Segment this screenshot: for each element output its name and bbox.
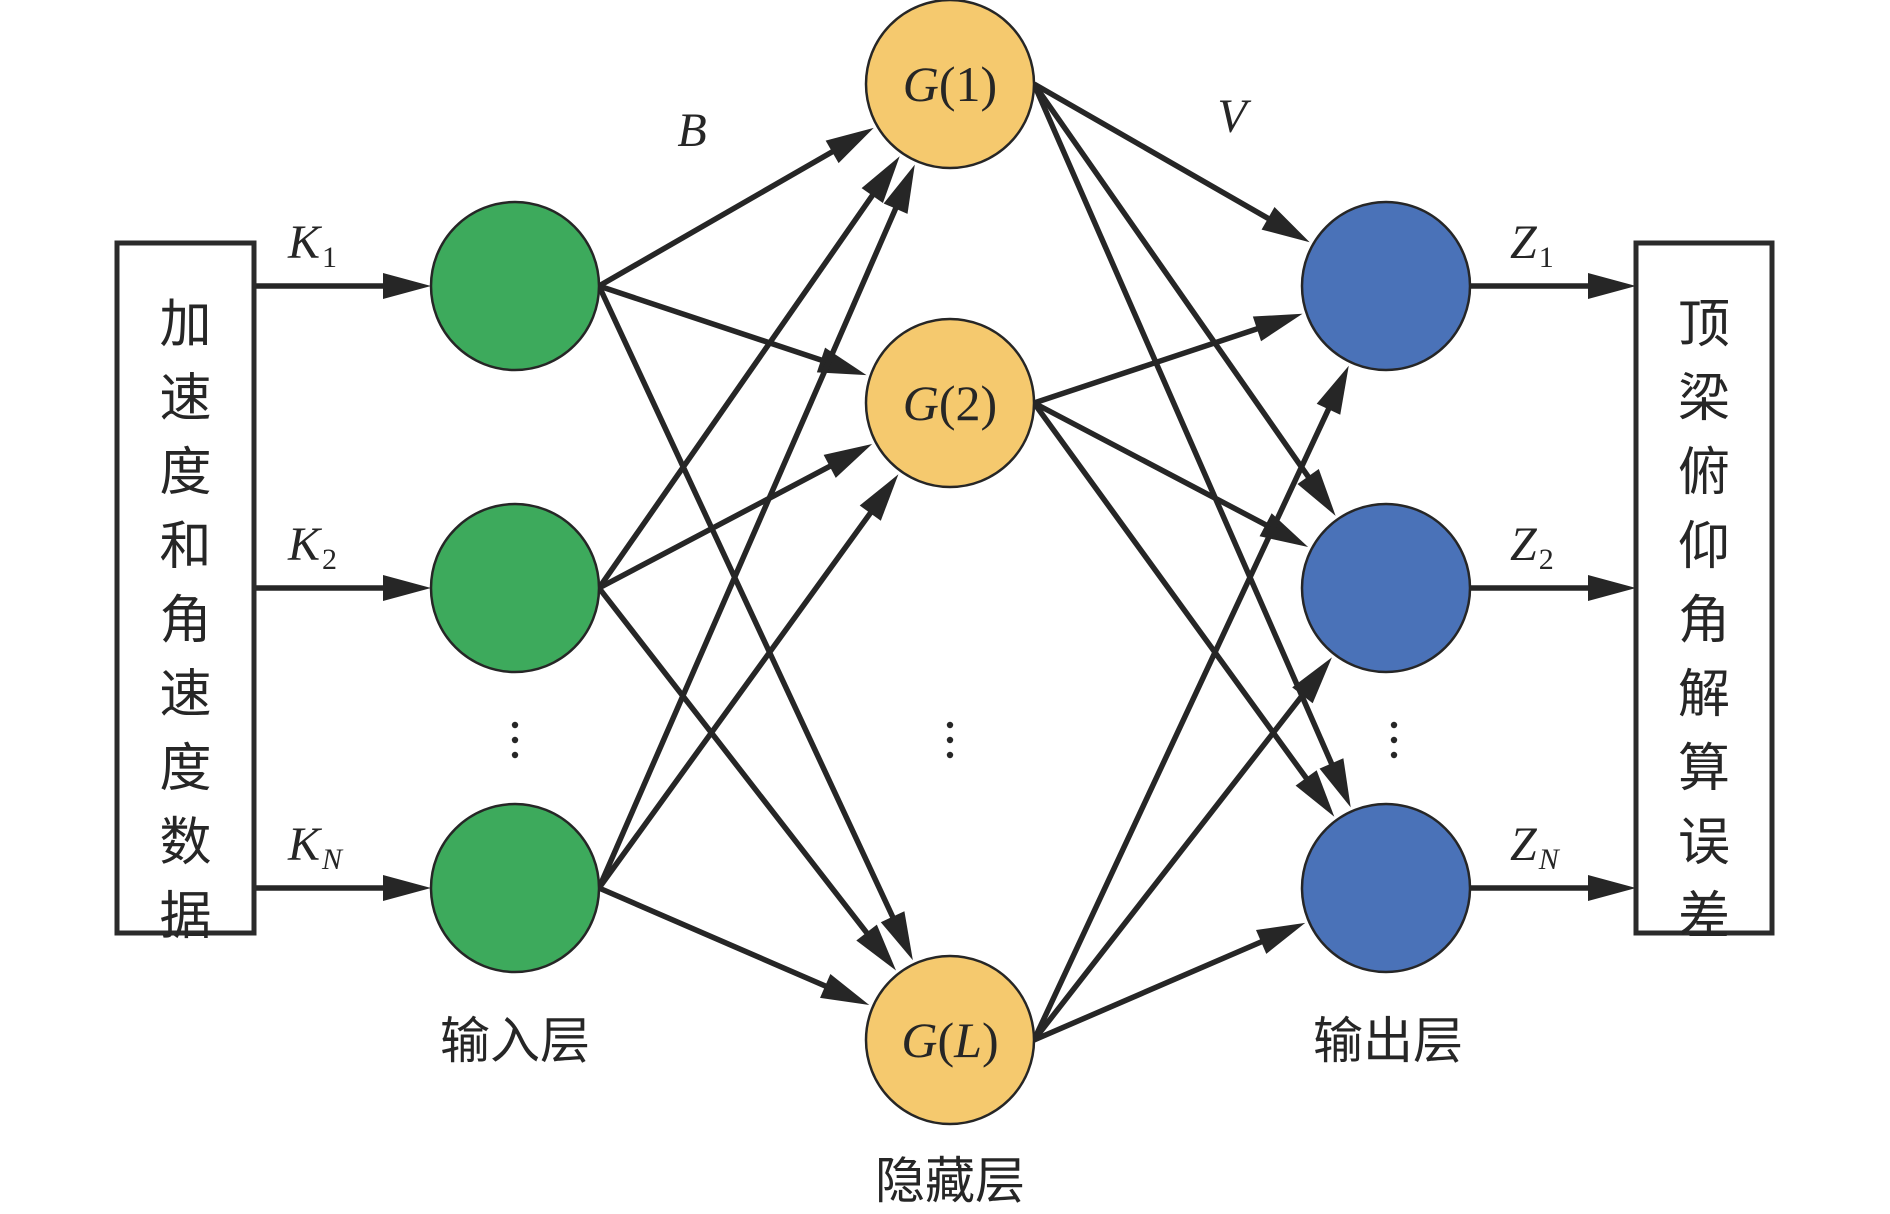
hidden-output-edge: [1031, 365, 1349, 1042]
input-hidden-edge: [596, 284, 913, 961]
hidden-node-label: G(1): [903, 56, 997, 112]
input-signal-label: K1: [287, 216, 337, 274]
input-node: [429, 802, 601, 974]
input-data-box: 加速度和角速度数据: [114, 240, 257, 947]
input-hidden-edge: [596, 164, 915, 890]
input-signal-arrow: [254, 875, 431, 901]
input-hidden-edge: [597, 885, 870, 1006]
output-signal-arrow: [1470, 273, 1636, 299]
hidden-output-edge: [1031, 82, 1351, 808]
input-ellipsis: [511, 721, 519, 759]
hidden-output-edge: [1031, 82, 1336, 516]
hidden-output-edge: [1032, 400, 1309, 548]
network-nodes: G(1) G(2) G(L): [429, 0, 1472, 1126]
input-node: [429, 502, 601, 674]
hidden-output-edge: [1032, 922, 1306, 1043]
output-signal-arrow: [1470, 875, 1636, 901]
weight-label-b: B: [677, 104, 706, 157]
output-node: [1300, 502, 1472, 674]
output-box-label: 顶梁俯仰角解算误差: [1678, 295, 1730, 947]
input-signal-arrow: [254, 575, 431, 601]
hidden-node: [864, 317, 1036, 489]
output-signal-arrow: [1470, 575, 1636, 601]
output-node: [1300, 802, 1472, 974]
input-hidden-edge: [597, 444, 873, 591]
hidden-node: [864, 954, 1036, 1126]
input-hidden-edge: [596, 474, 899, 890]
output-signal-label: Z2: [1510, 518, 1554, 576]
input-signal-label: KN: [287, 818, 344, 876]
output-node: [1300, 200, 1472, 372]
input-box-label: 加速度和角速度数据: [159, 295, 211, 947]
input-signal-label: K2: [287, 518, 337, 576]
hidden-output-edge: [1031, 401, 1335, 817]
input-hidden-edge: [596, 586, 897, 971]
hidden-layer-label: 隐藏层: [875, 1152, 1025, 1210]
input-node: [429, 200, 601, 372]
hidden-node-label: G(2): [903, 375, 997, 431]
connection-edges: [254, 81, 1636, 1043]
output-signal-label: ZN: [1510, 818, 1561, 876]
input-layer-label: 输入层: [440, 1012, 590, 1070]
input-hidden-edge: [596, 156, 900, 590]
hidden-node-label: G(L): [901, 1012, 998, 1068]
input-hidden-edge: [597, 127, 874, 289]
output-ellipsis: [1390, 721, 1398, 759]
output-error-box: 顶梁俯仰角解算误差: [1633, 240, 1775, 947]
hidden-ellipsis: [946, 721, 954, 759]
hidden-output-edge: [1032, 81, 1310, 243]
hidden-node: [864, 0, 1036, 170]
output-layer-label: 输出层: [1313, 1012, 1463, 1070]
hidden-output-edge: [1033, 313, 1303, 406]
input-signal-arrow: [254, 273, 431, 299]
hidden-output-edge: [1031, 657, 1332, 1042]
output-signal-label: Z1: [1510, 216, 1554, 274]
weight-label-v: V: [1217, 90, 1251, 143]
